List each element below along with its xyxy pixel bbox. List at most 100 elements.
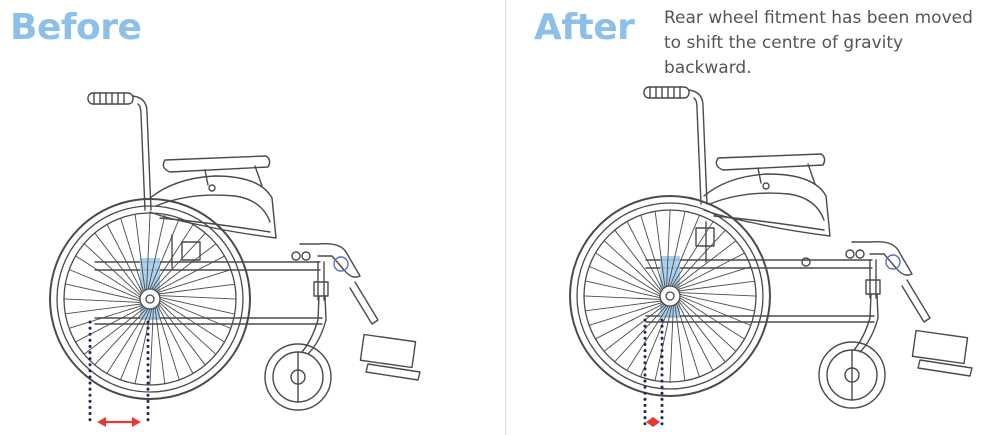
spoke [669, 305, 674, 383]
spoke [63, 298, 141, 303]
wheelchair-after-illustration [569, 86, 973, 427]
caster-tire [818, 341, 886, 409]
spoke [151, 224, 194, 290]
rear-tire-outer [49, 198, 251, 400]
after-chair-frame [643, 86, 973, 409]
spoke [669, 215, 700, 287]
before-position-markers [88, 320, 150, 426]
spoke [156, 255, 225, 292]
spoke [626, 305, 669, 371]
spoke [120, 218, 145, 292]
spoke [589, 301, 663, 326]
spoke [94, 308, 147, 366]
spoke [583, 295, 661, 300]
before-title: Before [10, 7, 142, 48]
spoke [676, 252, 745, 289]
spoke [595, 252, 661, 295]
spoke [678, 280, 755, 292]
spoke [155, 306, 180, 380]
spoke [671, 221, 714, 287]
spoke [159, 302, 217, 355]
spoke [159, 300, 225, 343]
wheelchair-before-illustration [49, 92, 421, 427]
after-title: After [534, 7, 635, 48]
spoke [640, 305, 671, 377]
panel-divider [505, 0, 506, 435]
spoke [589, 266, 661, 297]
after-position-markers [643, 318, 664, 426]
spoke [134, 214, 146, 291]
spoke [153, 232, 206, 290]
spoke [667, 211, 686, 287]
spoke [585, 280, 661, 299]
spoke [159, 298, 231, 329]
spoke [75, 306, 144, 343]
footplate [359, 333, 417, 369]
spoke [674, 304, 686, 381]
push-handle-grip [87, 92, 134, 105]
spoke [673, 229, 726, 287]
spoke [69, 269, 141, 300]
spoke [159, 296, 235, 315]
spoke [674, 240, 737, 288]
spoke [640, 215, 665, 289]
spoke [614, 229, 662, 292]
after-panel: After Rear wheel fitment has been moved … [506, 0, 991, 435]
spoke [675, 303, 700, 377]
spoke [146, 212, 151, 290]
spoke [106, 224, 143, 293]
footrest-hanger [851, 240, 913, 276]
spoke [678, 300, 726, 363]
spoke [75, 255, 141, 298]
after-offset-arrow [646, 417, 660, 427]
spoke [157, 305, 194, 374]
spoke [679, 295, 751, 326]
caster-tire [264, 343, 332, 411]
before-chair-frame [87, 92, 421, 411]
spoke [94, 232, 142, 295]
spoke [679, 293, 755, 312]
spoke [603, 240, 661, 293]
spoke [83, 243, 141, 296]
rear-tire-inner [56, 205, 244, 393]
before-offset-arrow [97, 417, 141, 427]
spoke [679, 297, 745, 340]
spoke [149, 218, 180, 290]
spoke [654, 305, 673, 381]
before-rear-wheel [49, 198, 251, 400]
spoke [106, 308, 149, 374]
after-rear-wheel [569, 195, 771, 397]
spoke [154, 243, 217, 291]
rear-tire-inner [576, 202, 764, 390]
rear-tire-outer [569, 195, 771, 397]
side-guard [149, 175, 277, 239]
spoke [154, 307, 166, 384]
push-handle-grip [643, 86, 690, 99]
before-panel: Before [10, 7, 421, 427]
spoke [149, 308, 154, 386]
wheel-hub [659, 285, 681, 307]
spoke [69, 304, 143, 329]
spoke [679, 299, 737, 352]
spoke [666, 209, 671, 287]
spoke [679, 292, 757, 297]
spoke [677, 302, 714, 371]
spoke [158, 283, 235, 295]
spoke [677, 266, 751, 291]
spoke [585, 300, 662, 312]
spoke [158, 303, 206, 366]
rear-wheel-spokes [63, 212, 237, 386]
spoke [614, 305, 667, 363]
spoke [595, 303, 664, 340]
spoke [159, 295, 237, 300]
wheel-hub [139, 288, 161, 310]
rear-wheel-spokes [583, 209, 757, 383]
spoke [654, 211, 666, 288]
spoke [65, 303, 142, 315]
spoke [603, 304, 666, 352]
side-guard [703, 173, 831, 237]
spoke [120, 308, 151, 380]
spoke [65, 283, 141, 302]
armrest [715, 153, 826, 171]
spoke [626, 221, 663, 290]
